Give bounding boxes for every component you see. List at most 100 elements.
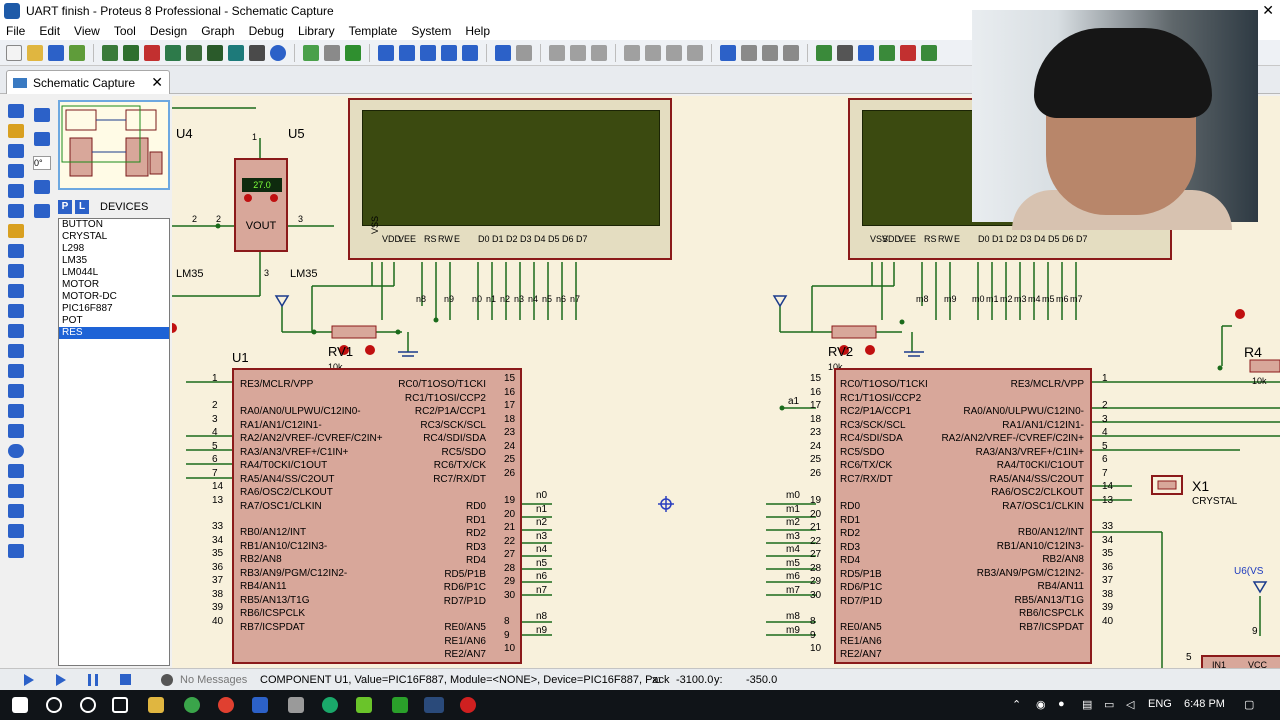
rv2-label[interactable]: RV2 [828, 344, 854, 359]
paste-icon[interactable] [591, 44, 607, 61]
notifications-icon[interactable]: ▢ [1244, 699, 1255, 711]
decompose-icon[interactable] [783, 44, 799, 61]
symbol-2d-icon[interactable] [8, 524, 24, 538]
redo-icon[interactable] [516, 44, 532, 61]
device-item-res[interactable]: RES [59, 327, 169, 339]
device-item-l298[interactable]: L298 [62, 243, 85, 254]
menu-system[interactable]: System [411, 24, 452, 38]
step-simulation-icon[interactable] [56, 673, 66, 686]
tray-mic-icon[interactable]: ● [1058, 698, 1065, 710]
lm35-increase-button[interactable] [270, 194, 278, 202]
device-item-motor-dc[interactable]: MOTOR-DC [62, 291, 117, 302]
rotate-anticlockwise-icon[interactable] [34, 132, 50, 146]
file-explorer-icon[interactable] [148, 697, 164, 713]
new-sheet-icon[interactable] [879, 44, 895, 61]
device-item-crystal[interactable]: CRYSTAL [62, 231, 108, 242]
property-assign-icon[interactable] [858, 44, 874, 61]
mirror-x-icon[interactable] [34, 180, 50, 194]
device-pins-icon[interactable] [8, 264, 24, 278]
menu-edit[interactable]: Edit [39, 24, 61, 38]
search-tag-icon[interactable] [837, 44, 853, 61]
close-window-button[interactable]: ✕ [1262, 2, 1274, 18]
menu-template[interactable]: Template [348, 24, 398, 38]
subcircuit-icon[interactable] [8, 224, 24, 238]
gerber-icon[interactable] [165, 44, 181, 61]
x1-label[interactable]: X1 [1192, 478, 1210, 494]
run-simulation-icon[interactable] [24, 673, 34, 686]
device-item-motor[interactable]: MOTOR [62, 279, 100, 290]
app-green-icon[interactable] [184, 697, 200, 713]
bom-icon[interactable] [207, 44, 223, 61]
origin-icon[interactable] [345, 44, 361, 61]
current-probe-icon[interactable] [8, 364, 24, 378]
path-2d-icon[interactable] [8, 484, 24, 498]
terminals-icon[interactable] [8, 244, 24, 258]
lm35-sensor-body[interactable]: 27.0 VOUT [234, 158, 288, 252]
chrome-icon[interactable] [218, 697, 234, 713]
block-delete-icon[interactable] [687, 44, 703, 61]
junction-dot-icon[interactable] [8, 144, 24, 158]
copy-icon[interactable] [570, 44, 586, 61]
no-messages-text[interactable]: No Messages [180, 673, 248, 686]
component-mode-icon[interactable] [8, 124, 24, 138]
pick-device-icon[interactable] [720, 44, 736, 61]
design-explorer-icon[interactable] [228, 44, 244, 61]
mirror-y-icon[interactable] [34, 204, 50, 218]
recorder-icon[interactable] [460, 697, 476, 713]
remove-sheet-icon[interactable] [900, 44, 916, 61]
app-leaf-icon[interactable] [392, 697, 408, 713]
tray-power-icon[interactable]: ▭ [1104, 699, 1115, 711]
device-item-button[interactable]: BUTTON [62, 219, 103, 230]
wire-label-icon[interactable] [8, 164, 24, 178]
undo-icon[interactable] [495, 44, 511, 61]
block-rotate-icon[interactable] [666, 44, 682, 61]
library-manager-button[interactable]: L [75, 200, 89, 214]
marker-2d-icon[interactable] [8, 544, 24, 558]
selection-mode-icon[interactable] [8, 104, 24, 118]
arc-2d-icon[interactable] [8, 464, 24, 478]
save-icon[interactable] [48, 44, 64, 61]
schematic-icon[interactable] [123, 44, 139, 61]
block-copy-icon[interactable] [624, 44, 640, 61]
make-device-icon[interactable] [741, 44, 757, 61]
menu-file[interactable]: File [6, 24, 26, 38]
box-2d-icon[interactable] [8, 424, 24, 438]
r4-label[interactable]: R4 [1244, 344, 1262, 360]
pick-from-library-button[interactable]: P [58, 200, 72, 214]
app-teal-icon[interactable] [322, 697, 338, 713]
menu-library[interactable]: Library [297, 24, 335, 38]
package-tool-icon[interactable] [762, 44, 778, 61]
voltage-probe-icon[interactable] [8, 344, 24, 358]
source-code-icon[interactable] [249, 44, 265, 61]
menu-graph[interactable]: Graph [201, 24, 235, 38]
block-move-icon[interactable] [645, 44, 661, 61]
3d-view-icon[interactable] [186, 44, 202, 61]
pan-icon[interactable] [378, 44, 394, 61]
wire-autorouter-icon[interactable] [816, 44, 832, 61]
lcd1-module[interactable]: VSS VDD VEE RS RW E D0 D1 D2 D3 D4 D5 D6… [348, 98, 672, 260]
open-folder-icon[interactable] [27, 44, 43, 61]
netlist-icon[interactable] [921, 44, 937, 61]
menu-view[interactable]: View [74, 24, 100, 38]
tray-network-icon[interactable]: ▤ [1082, 699, 1093, 711]
pause-simulation-icon[interactable] [88, 673, 98, 686]
rv1-label[interactable]: RV1 [328, 344, 354, 359]
rotation-input[interactable] [33, 156, 51, 170]
new-file-icon[interactable] [6, 44, 22, 61]
graph-mode-icon[interactable] [8, 284, 24, 298]
menu-design[interactable]: Design [149, 24, 188, 38]
pcb-icon[interactable] [144, 44, 160, 61]
stop-simulation-icon[interactable] [120, 674, 131, 685]
task-view-icon[interactable] [112, 697, 128, 713]
help-icon[interactable] [270, 44, 286, 61]
text-2d-icon[interactable] [8, 504, 24, 518]
grid-icon[interactable] [324, 44, 340, 61]
refresh-icon[interactable] [303, 44, 319, 61]
circle-2d-icon[interactable] [8, 444, 24, 458]
menu-help[interactable]: Help [465, 24, 491, 38]
cortana-icon[interactable] [80, 697, 96, 713]
overview-window[interactable] [58, 100, 170, 190]
u6-label[interactable]: U6(VS [1234, 566, 1264, 577]
